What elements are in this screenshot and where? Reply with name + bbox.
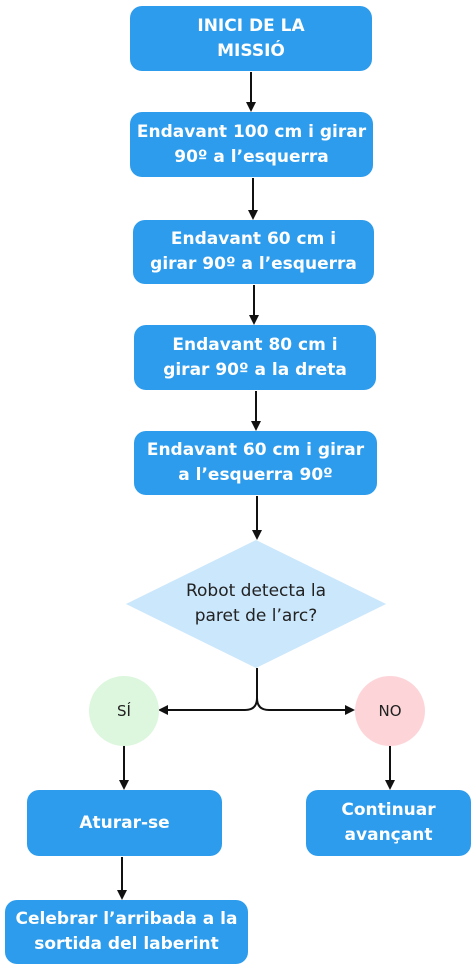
start-label: INICI DE LA MISSIÓ — [197, 15, 305, 61]
step4-label: Endavant 60 cm i girar a l’esquerra 90º — [146, 440, 365, 485]
step1-box: Endavant 100 cm i girar 90º a l’esquerra — [130, 112, 373, 177]
stop-box: Aturar-se — [27, 790, 222, 856]
step1-label: Endavant 100 cm i girar 90º a l’esquerra — [136, 121, 367, 167]
final-label: Celebrar l’arribada a la sortida del lab… — [15, 909, 238, 954]
start-box: INICI DE LA MISSIÓ — [130, 6, 372, 71]
continue-label: Continuar avançant — [341, 800, 436, 845]
decision-label: Robot detecta la paret de l’arc? — [185, 581, 327, 626]
arrow-decision-yes — [158, 668, 258, 715]
no-label: NO — [378, 702, 402, 720]
no-circle: NO — [355, 676, 425, 746]
yes-label: SÍ — [117, 702, 131, 720]
decision-diamond — [126, 540, 386, 668]
arrow-decision-no — [256, 697, 355, 715]
step3-label: Endavant 80 cm i girar 90º a la dreta — [163, 334, 347, 380]
yes-circle: SÍ — [89, 676, 159, 746]
final-box: Celebrar l’arribada a la sortida del lab… — [5, 900, 248, 964]
stop-label: Aturar-se — [79, 812, 170, 833]
continue-box: Continuar avançant — [306, 790, 471, 856]
step4-box: Endavant 60 cm i girar a l’esquerra 90º — [134, 431, 377, 495]
decision-question: Robot detecta la paret de l’arc? — [156, 576, 356, 632]
step3-box: Endavant 80 cm i girar 90º a la dreta — [134, 325, 376, 390]
step2-box: Endavant 60 cm i girar 90º a l’esquerra — [133, 220, 374, 284]
step2-label: Endavant 60 cm i girar 90º a l’esquerra — [150, 229, 357, 274]
